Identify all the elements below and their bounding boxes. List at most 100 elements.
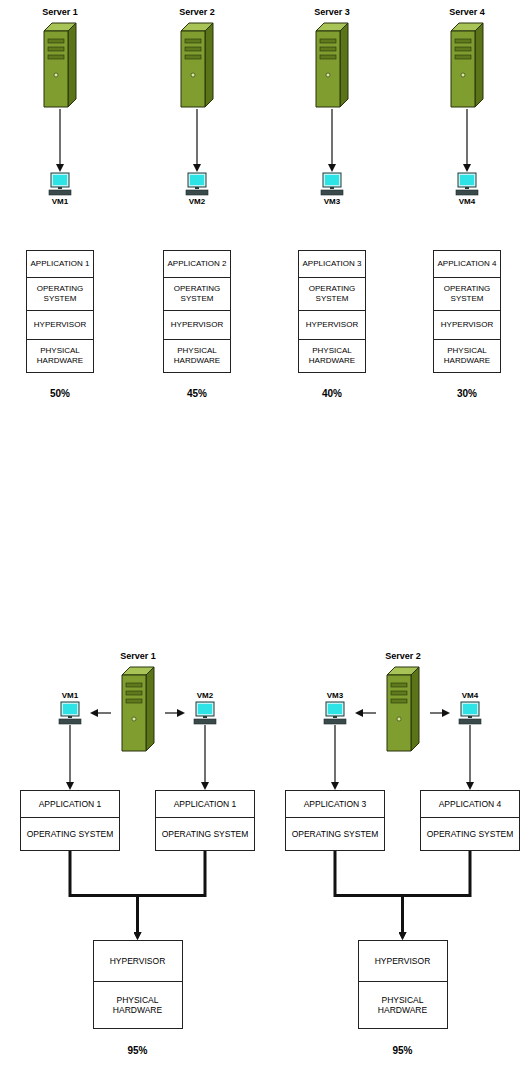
monitor-screen [325, 175, 339, 185]
monitor-screen [463, 704, 477, 714]
connector-arrow [469, 725, 470, 784]
drive-bay [391, 691, 407, 695]
connector-arrow [204, 725, 205, 784]
layer-box: OPERATING SYSTEM [298, 277, 366, 311]
layer-label: OPERATING SYSTEM [289, 827, 382, 841]
layer-label: OPERATING SYSTEM [164, 282, 230, 305]
layer-label: APPLICATION 4 [436, 797, 505, 811]
drive-bay [185, 47, 201, 51]
drive-bay [48, 55, 64, 59]
power-button [326, 73, 330, 77]
connector-arrow [466, 109, 467, 166]
layer-label: HYPERVISOR [372, 954, 434, 968]
power-button [397, 717, 401, 721]
connector-arrow [96, 712, 111, 713]
monitor-body [196, 702, 214, 716]
keyboard [59, 719, 81, 724]
layer-label: PHYSICAL HARDWARE [299, 344, 365, 367]
server-side [146, 667, 154, 751]
connector-arrow [361, 712, 376, 713]
server-icon [383, 663, 423, 753]
connector-arrow [70, 851, 138, 934]
connector-arrow [196, 109, 197, 166]
server-front [181, 31, 205, 107]
layer-box: HYPERVISOR [163, 310, 231, 340]
monitor-body [458, 173, 476, 187]
connector-arrow [430, 712, 444, 713]
layer-box: PHYSICAL HARDWARE [358, 981, 448, 1029]
keyboard [186, 190, 208, 195]
physical-server: Server 4 [440, 6, 494, 109]
physical-server: Server 2 [170, 6, 224, 109]
layer-box: OPERATING SYSTEM [420, 817, 520, 851]
vm-label: VM4 [450, 690, 490, 701]
monitor-stand [468, 716, 472, 718]
drive-bay [455, 55, 471, 59]
virtual-machine: VM4 [447, 172, 487, 207]
server-front [122, 675, 146, 751]
vm-icon [58, 701, 82, 725]
layer-box: OPERATING SYSTEM [285, 817, 385, 851]
layer-label: PHYSICAL HARDWARE [27, 344, 93, 367]
drive-bay [126, 691, 142, 695]
server-label: Server 1 [111, 650, 165, 663]
monitor-screen [460, 175, 474, 185]
layer-label: APPLICATION 4 [435, 257, 500, 271]
drive-bay [48, 39, 64, 43]
layer-label: APPLICATION 2 [165, 257, 230, 271]
drive-bay [185, 55, 201, 59]
monitor-stand [330, 187, 334, 189]
virtual-machine: VM3 [315, 690, 355, 725]
virtual-machine: VM3 [312, 172, 352, 207]
monitor-screen [63, 704, 77, 714]
vm-label: VM3 [312, 196, 352, 207]
drive-bay [185, 39, 201, 43]
server-side [68, 23, 76, 107]
server-side [205, 23, 213, 107]
server-front [451, 31, 475, 107]
layer-box: HYPERVISOR [26, 310, 94, 340]
layer-box: HYPERVISOR [433, 310, 501, 340]
keyboard [49, 190, 71, 195]
layer-box: APPLICATION 3 [298, 250, 366, 278]
utilization-percent: 95% [363, 1045, 443, 1056]
drive-bay [455, 39, 471, 43]
layer-label: OPERATING SYSTEM [424, 827, 517, 841]
server-icon [312, 19, 352, 109]
utilization-percent: 45% [157, 388, 237, 399]
layer-box: HYPERVISOR [358, 940, 448, 982]
monitor-body [51, 173, 69, 187]
monitor-stand [333, 716, 337, 718]
monitor-body [461, 702, 479, 716]
vm-icon [193, 701, 217, 725]
layer-box: APPLICATION 2 [163, 250, 231, 278]
connector-arrow [331, 109, 332, 166]
utilization-percent: 40% [292, 388, 372, 399]
layer-box: PHYSICAL HARDWARE [433, 339, 501, 373]
vm-label: VM4 [447, 196, 487, 207]
layer-label: HYPERVISOR [31, 318, 89, 332]
layer-label: OPERATING SYSTEM [299, 282, 365, 305]
layer-label: HYPERVISOR [438, 318, 496, 332]
layer-label: APPLICATION 3 [301, 797, 370, 811]
vm-label: VM2 [185, 690, 225, 701]
connector-arrow [334, 725, 335, 784]
monitor-screen [190, 175, 204, 185]
connector-arrow [335, 851, 403, 934]
monitor-body [188, 173, 206, 187]
connector-arrow [69, 725, 70, 784]
drive-bay [320, 55, 336, 59]
monitor-stand [203, 716, 207, 718]
monitor-screen [53, 175, 67, 185]
monitor-screen [328, 704, 342, 714]
vm-label: VM2 [177, 196, 217, 207]
server-label: Server 2 [170, 6, 224, 19]
drive-bay [391, 683, 407, 687]
keyboard [456, 190, 478, 195]
utilization-percent: 30% [427, 388, 507, 399]
drive-bay [126, 699, 142, 703]
server-label: Server 2 [376, 650, 430, 663]
layer-label: PHYSICAL HARDWARE [359, 993, 447, 1017]
vm-label: VM1 [40, 196, 80, 207]
power-button [132, 717, 136, 721]
